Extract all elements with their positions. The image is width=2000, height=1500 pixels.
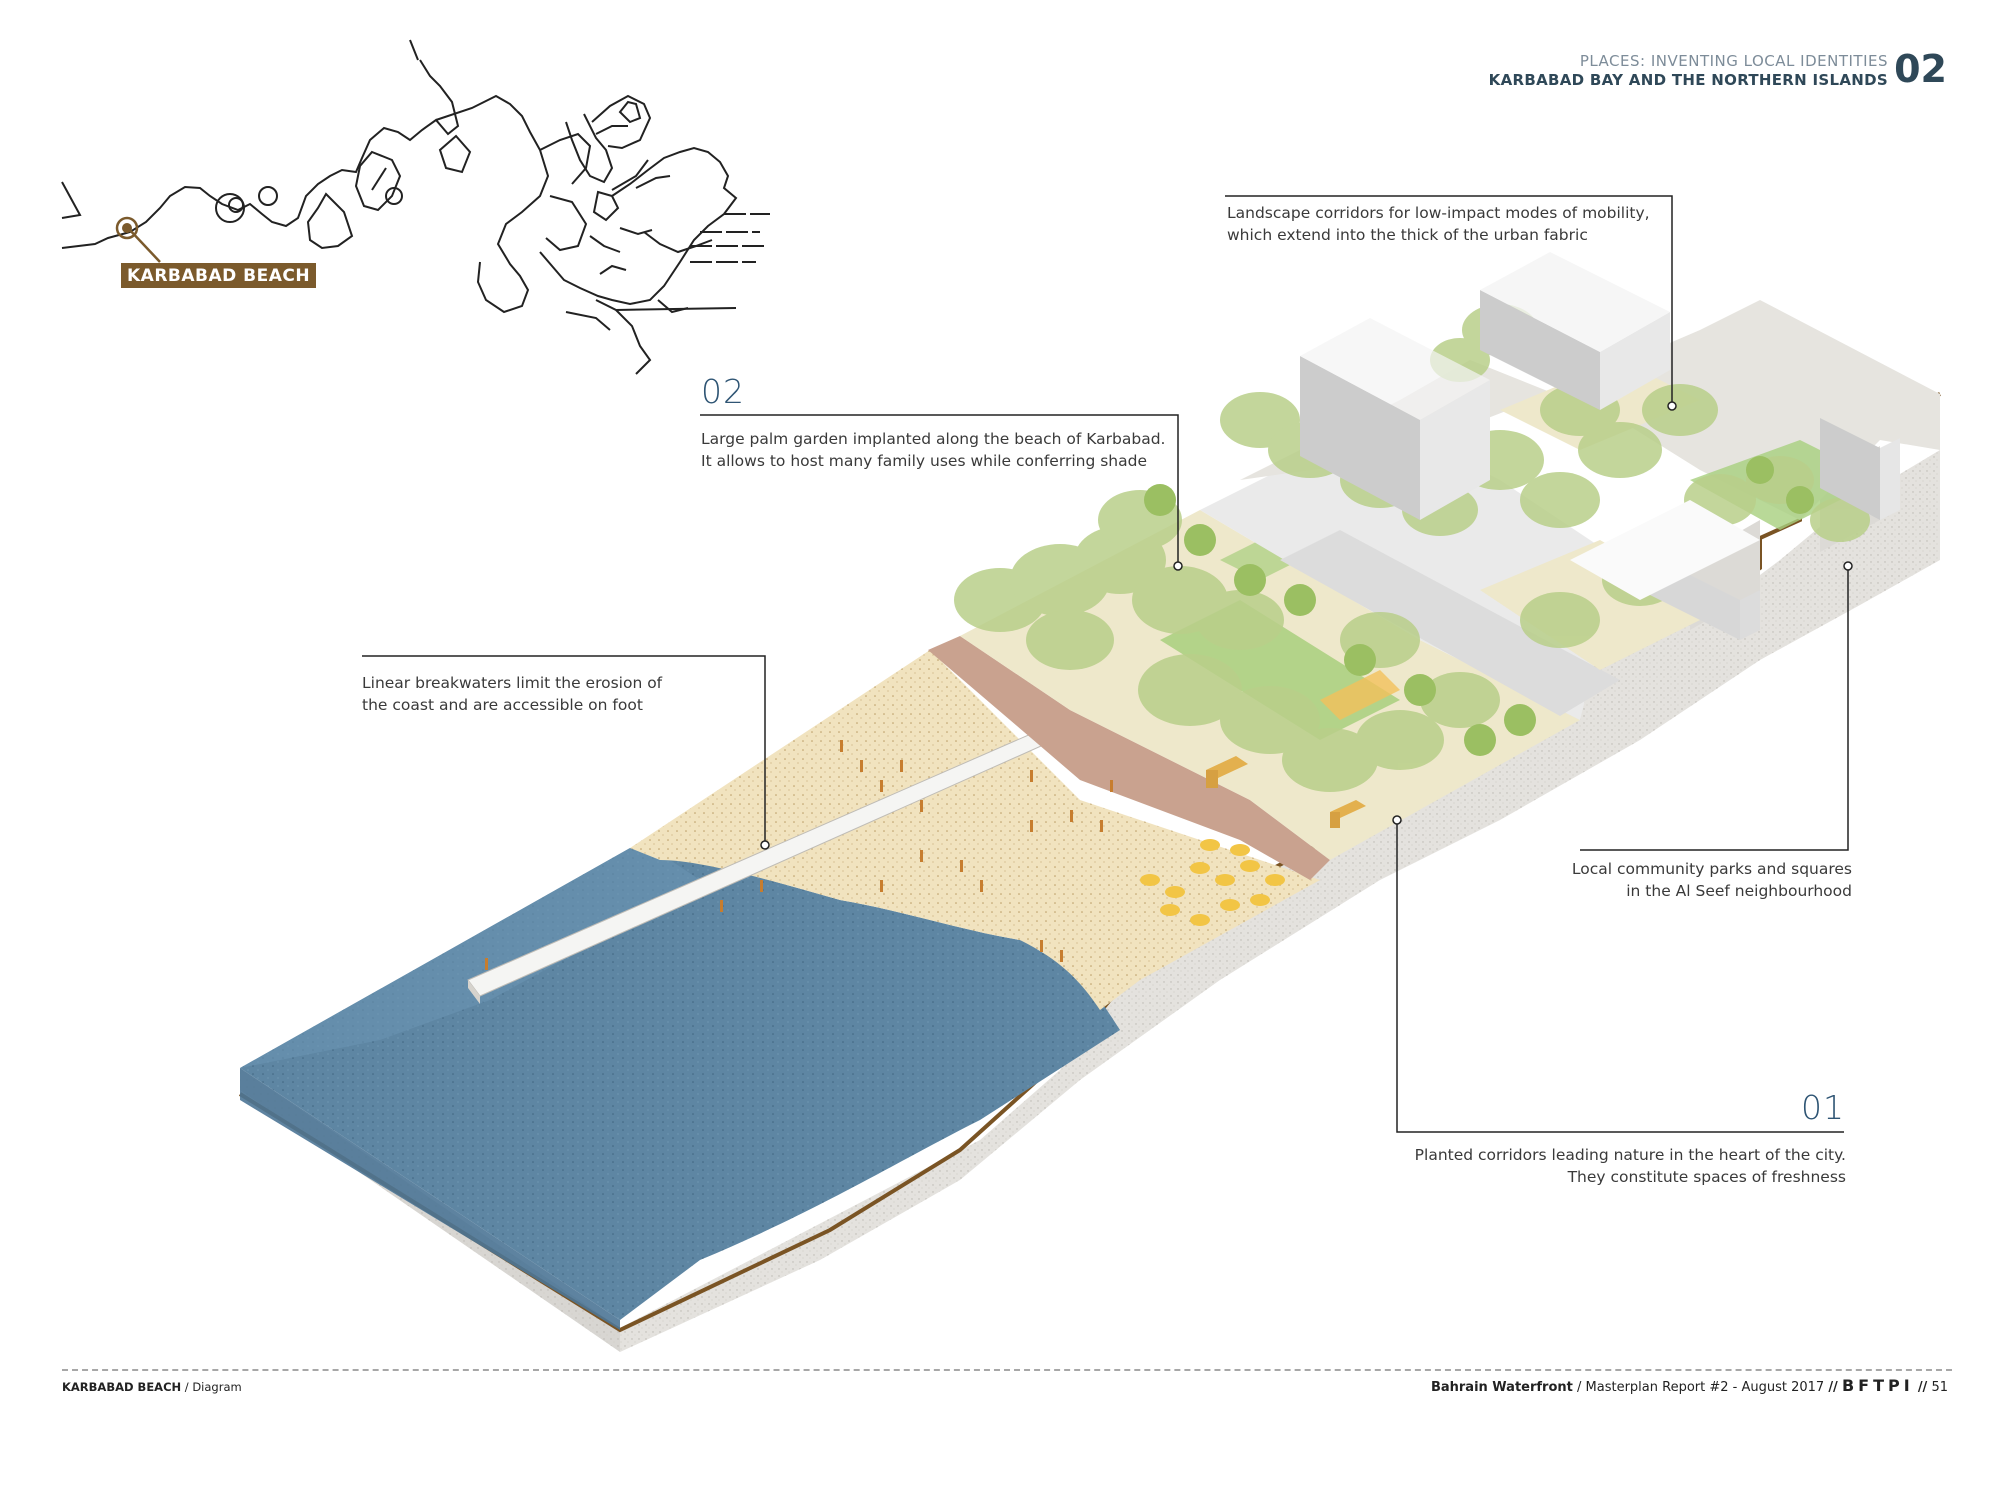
footer-logo: BFTPI [1841, 1376, 1914, 1395]
buildings [1300, 252, 1900, 640]
footer-report-info: / Masterplan Report #2 - August 2017 [1572, 1380, 1829, 1395]
kiosks [1206, 756, 1366, 828]
map-rings [215, 186, 403, 223]
footer-project: Bahrain Waterfront [1430, 1380, 1573, 1395]
location-marker-icon [115, 216, 139, 240]
callout-number-02: 02 [701, 372, 745, 411]
location-label: KARBABAD BEACH [121, 263, 317, 288]
callout-line-1: Linear breakwaters limit the erosion of [362, 674, 663, 692]
callout-dots [760, 401, 1853, 850]
palm-trees [1144, 456, 1874, 756]
callout-palm-garden: Large palm garden implanted along the be… [701, 428, 1165, 472]
callout-planted-corridors: Planted corridors leading nature in the … [1415, 1144, 1846, 1188]
callout-line-1: Large palm garden implanted along the be… [701, 430, 1166, 448]
people [485, 740, 1113, 970]
callout-line-2: the coast and are accessible on foot [362, 696, 643, 714]
callout-breakwaters: Linear breakwaters limit the erosion of … [362, 672, 662, 716]
parasols [1140, 839, 1285, 926]
callout-line-1: Landscape corridors for low-impact modes… [1227, 204, 1650, 222]
callout-community-parks: Local community parks and squares in the… [1572, 858, 1852, 902]
header-title: KARBABAD BAY AND THE NORTHERN ISLANDS [1488, 71, 1888, 89]
callout-line-1: Local community parks and squares [1571, 860, 1852, 878]
footer-separator-1: // [1828, 1380, 1838, 1395]
callout-line-2: which extend into the thick of the urban… [1227, 226, 1588, 244]
callout-lines [362, 195, 1849, 1133]
callout-line-2: They constitute spaces of freshness [1567, 1168, 1846, 1186]
footer-separator-2: // [1917, 1380, 1928, 1395]
callout-landscape-corridors: Landscape corridors for low-impact modes… [1227, 202, 1650, 246]
footer-section-name: KARBABAD BEACH [62, 1380, 182, 1394]
footer-section: KARBABAD BEACH / Diagram [62, 1380, 242, 1394]
callout-line-1: Planted corridors leading nature in the … [1414, 1146, 1846, 1164]
location-map [61, 39, 770, 375]
callout-number-01: 01 [1801, 1088, 1845, 1127]
footer-divider [62, 1369, 1952, 1371]
footer-section-type: / Diagram [181, 1380, 242, 1394]
header-subtitle: PLACES: INVENTING LOCAL IDENTITIES [1579, 52, 1888, 70]
callout-line-2: It allows to host many family uses while… [701, 452, 1147, 470]
chapter-number: 02 [1894, 47, 1947, 91]
promenade [928, 636, 1330, 880]
sea [240, 848, 1120, 1330]
sand-beach [467, 650, 1320, 1010]
page-number: 51 [1931, 1380, 1948, 1395]
footer-report: Bahrain Waterfront / Masterplan Report #… [1431, 1376, 1948, 1395]
callout-line-2: in the Al Seef neighbourhood [1626, 882, 1852, 900]
page-header: PLACES: INVENTING LOCAL IDENTITIES KARBA… [1489, 52, 1888, 89]
